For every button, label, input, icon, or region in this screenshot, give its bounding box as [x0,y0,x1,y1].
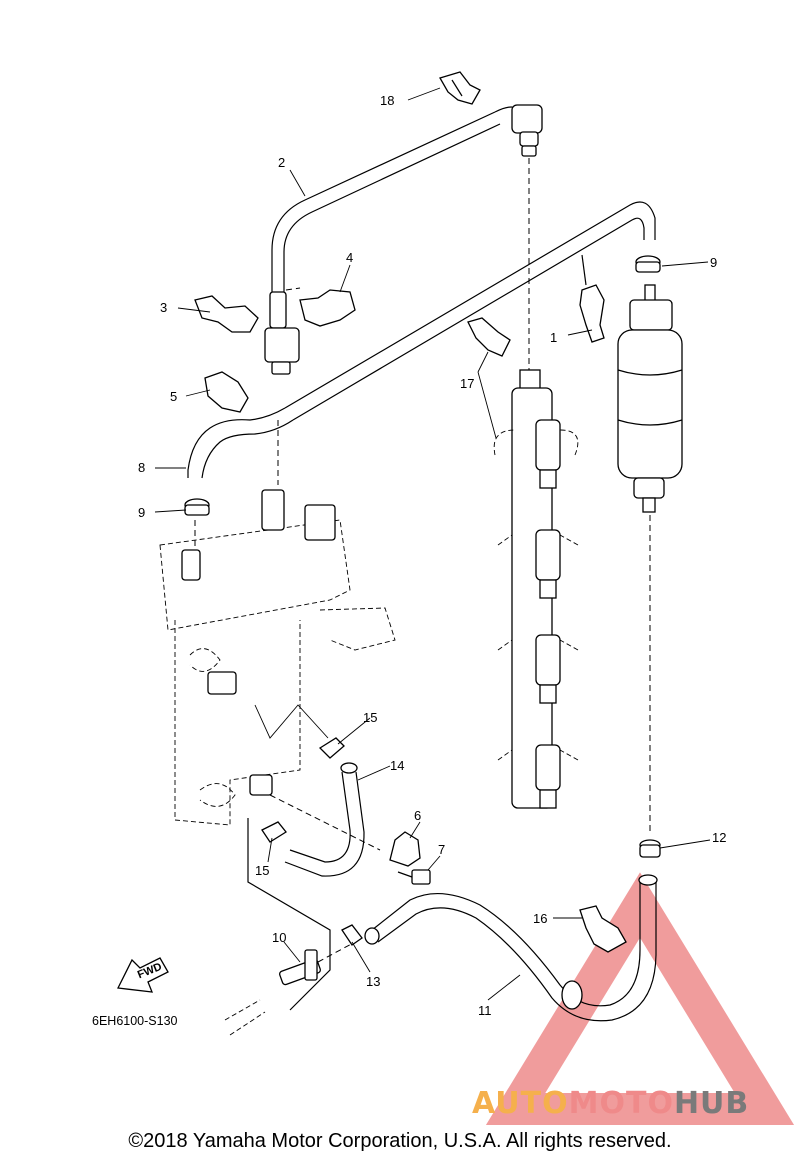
hose-joint [264,291,300,375]
clip-3 [194,295,259,333]
watermark-part-hub: HUB [674,1086,749,1121]
callout-12: 12 [712,830,726,845]
callout-8: 8 [138,460,145,475]
watermark-part-auto: AUTO [472,1086,569,1121]
hose-11 [364,874,658,1022]
parts-diagram: FWD 6EH6100-S130 1 2 3 4 5 6 7 8 9 9 10 … [92,71,795,1125]
callout-7: 7 [438,842,445,857]
callout-13: 13 [366,974,380,989]
callout-5: 5 [170,389,177,404]
callout-2: 2 [278,155,285,170]
clamp-9-left [184,498,210,516]
clip-17 [467,317,511,357]
clip-16 [579,905,627,953]
clamp-9-top [635,255,661,273]
callout-15-upper: 15 [363,710,377,725]
callout-4: 4 [346,250,353,265]
fuel-rail [493,369,579,809]
hose-2 [271,106,521,292]
callout-9-left: 9 [138,505,145,520]
callout-16: 16 [533,911,547,926]
bolt-7 [397,869,431,885]
hose-8 [187,201,656,479]
clip-5 [204,371,249,413]
clip-13 [341,924,363,946]
bracket-6 [389,831,421,867]
hose-clamp-ring [561,980,583,1010]
watermark-part-moto: MOTO [569,1086,674,1121]
clip-15-lower [261,821,287,843]
fuel-pump [617,284,683,513]
copyright-notice: ©2018 Yamaha Motor Corporation, U.S.A. A… [128,1130,672,1152]
callout-10: 10 [272,930,286,945]
fwd-arrow-icon [117,957,169,993]
callout-1: 1 [550,330,557,345]
diagram-code: 6EH6100-S130 [92,1014,178,1028]
callout-17: 17 [460,376,474,391]
clamp-12 [639,839,661,858]
callout-6: 6 [414,808,421,823]
leader-lines [154,87,711,1001]
clip-18 [439,71,481,105]
clip-15-upper [318,737,345,759]
callout-15-lower: 15 [255,863,269,878]
clip-4 [299,289,356,327]
vapor-separator [159,489,396,826]
clip-1 [579,254,605,343]
callout-9-top: 9 [710,255,717,270]
watermark-text: AUTOMOTOHUB [472,1086,749,1121]
elbow-joint [511,104,543,157]
callout-14: 14 [390,758,404,773]
callout-3: 3 [160,300,167,315]
joint-10 [224,949,321,1036]
callout-18: 18 [380,93,394,108]
callout-11: 11 [478,1003,492,1018]
hose-14 [284,762,365,877]
